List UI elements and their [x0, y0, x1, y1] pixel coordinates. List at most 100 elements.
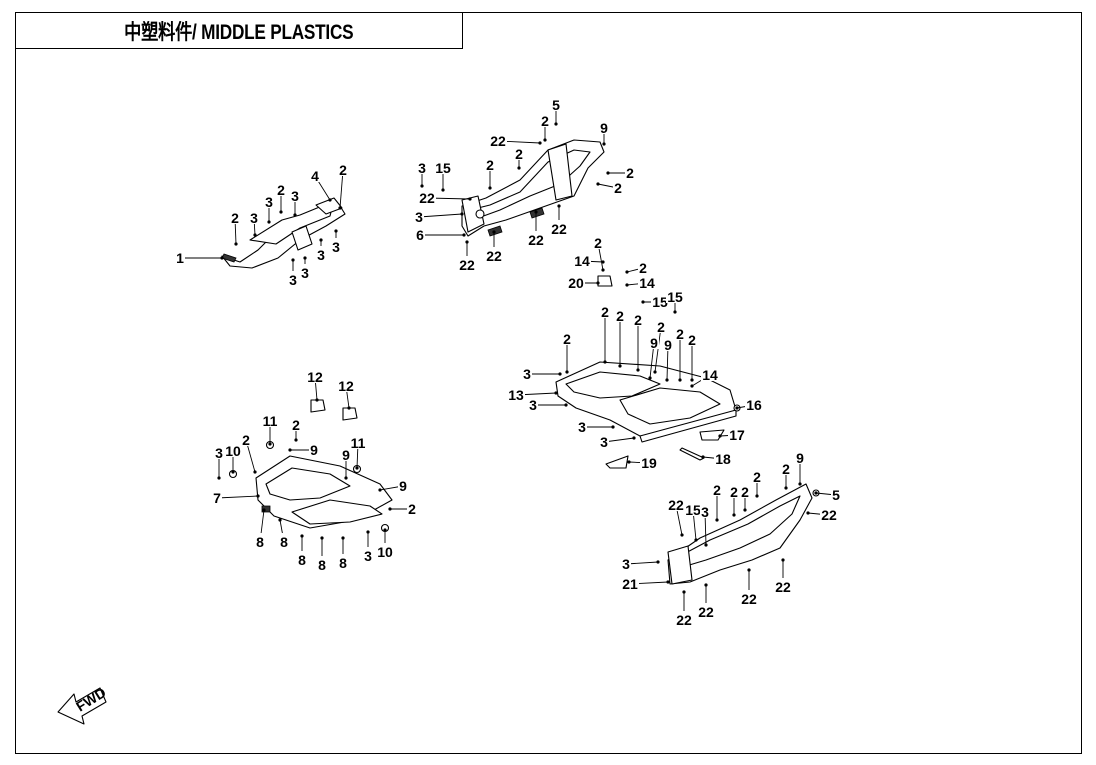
callout-c2g: 2 — [606, 164, 635, 181]
callout-bg — [633, 311, 643, 326]
callout-bg — [729, 483, 739, 498]
callout-number: 2 — [616, 308, 624, 324]
callout-bg — [562, 330, 572, 345]
callout-c15a: 15 — [434, 159, 452, 192]
callout-number: 6 — [416, 227, 424, 243]
callout-bg — [675, 611, 693, 626]
leader-dot — [564, 403, 568, 407]
callout-c16: 16 — [735, 396, 763, 413]
leader-dot — [378, 488, 382, 492]
callout-c14b: 14 — [625, 274, 656, 291]
leader-dot — [488, 186, 492, 190]
callout-number: 2 — [515, 146, 523, 162]
callout-c10b: 10 — [376, 528, 394, 560]
callout-bg — [224, 442, 242, 457]
callout-bg — [434, 159, 452, 174]
callout-c3e: 3 — [316, 238, 326, 263]
callout-bg — [214, 444, 224, 459]
leader-dot — [627, 460, 631, 464]
leader-dot — [344, 476, 348, 480]
leader-dot — [673, 310, 677, 314]
leader-dot — [558, 372, 562, 376]
leader-dot — [253, 470, 257, 474]
leader-dot — [784, 486, 788, 490]
callout-bg — [613, 179, 623, 194]
part-group-left-panel — [221, 197, 346, 269]
callout-number: 9 — [650, 335, 658, 351]
callout-c3p: 3 — [700, 503, 710, 547]
callout-c4: 4 — [310, 167, 332, 202]
callout-number: 11 — [263, 413, 278, 429]
callout-c15c: 15 — [666, 288, 684, 314]
callout-number: 14 — [639, 275, 655, 291]
callout-number: 2 — [486, 157, 494, 173]
leader-dot — [554, 122, 558, 126]
callout-number: 22 — [459, 257, 475, 273]
leader-dot — [538, 141, 542, 145]
callout-c3g: 3 — [288, 258, 298, 288]
callout-number: 2 — [594, 235, 602, 251]
callout-bg — [528, 396, 538, 411]
leader-dot — [596, 281, 600, 285]
callout-number: 10 — [377, 544, 393, 560]
callout-c9g: 9 — [795, 449, 805, 486]
callout-c12a: 12 — [306, 368, 324, 402]
leader-dot — [262, 508, 266, 512]
callout-c2a: 2 — [230, 209, 240, 246]
leader-dot — [320, 536, 324, 540]
callout-number: 2 — [292, 417, 300, 433]
callout-number: 2 — [563, 331, 571, 347]
callout-number: 3 — [317, 247, 325, 263]
callout-number: 3 — [529, 397, 537, 413]
callout-c6: 6 — [415, 226, 466, 243]
leader-dot — [288, 448, 292, 452]
callout-number: 15 — [435, 160, 451, 176]
callout-bg — [667, 496, 685, 511]
callout-bg — [297, 551, 307, 566]
callout-number: 15 — [685, 502, 701, 518]
callout-c3l: 3 — [577, 418, 615, 435]
callout-number: 3 — [215, 445, 223, 461]
callout-c3n: 3 — [214, 444, 224, 480]
fwd-arrow-icon: FWD — [57, 684, 109, 725]
callout-number: 15 — [652, 294, 668, 310]
part-group-upper-rail — [461, 139, 605, 237]
callout-number: 3 — [301, 265, 309, 281]
callout-number: 2 — [741, 484, 749, 500]
callout-bg — [621, 555, 631, 570]
callout-number: 16 — [746, 397, 762, 413]
callout-bg — [540, 112, 550, 127]
part-group-floor-tray — [555, 275, 741, 469]
leader-dot — [648, 376, 652, 380]
callout-c9d: 9 — [288, 441, 319, 458]
leader-dot — [366, 530, 370, 534]
leader-line — [418, 213, 463, 218]
callout-number: 12 — [307, 369, 323, 385]
leader-dot — [666, 580, 670, 584]
leader-dot — [682, 590, 686, 594]
leader-dot — [256, 494, 260, 498]
callout-bg — [175, 249, 185, 264]
callout-c3b: 3 — [264, 193, 274, 224]
callout-bg — [458, 256, 476, 271]
callout-bg — [774, 578, 792, 593]
callout-number: 3 — [265, 194, 273, 210]
callout-bg — [230, 209, 240, 224]
leader-dot — [355, 466, 359, 470]
leader-dot — [253, 233, 257, 237]
callout-c2b: 2 — [276, 181, 286, 214]
leader-dot — [217, 476, 221, 480]
callout-c22d: 22 — [550, 204, 568, 237]
callout-bg — [745, 396, 763, 411]
callout-bg — [338, 161, 348, 176]
callout-c15b: 15 — [641, 293, 669, 310]
callout-bg — [288, 271, 298, 286]
callout-number: 19 — [641, 455, 657, 471]
callout-c22i: 22 — [774, 558, 792, 595]
callout-bg — [363, 547, 373, 562]
leader-dot — [338, 206, 342, 210]
leader-dot — [234, 242, 238, 246]
leader-dot — [618, 364, 622, 368]
callout-c9c: 9 — [663, 336, 673, 382]
